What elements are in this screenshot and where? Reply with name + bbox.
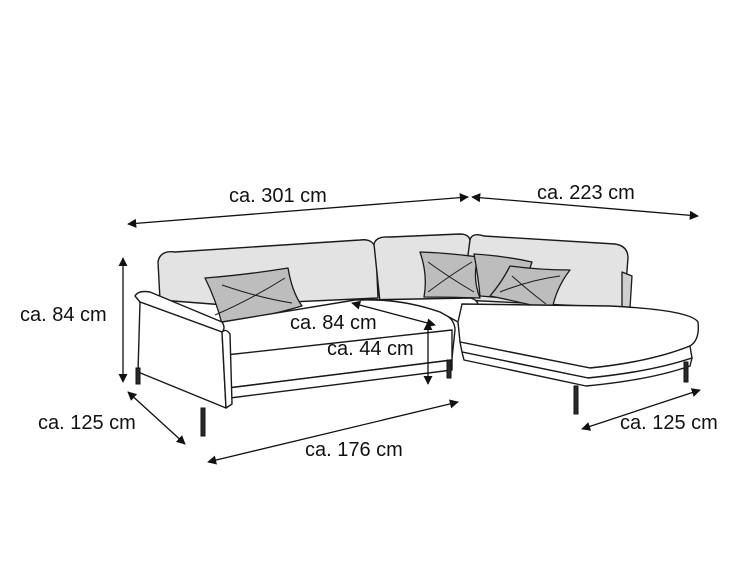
label-depth-left: ca. 125 cm [38,412,136,434]
dim-line-depth-right [581,388,701,431]
dim-line-depth-left [127,391,186,445]
leg-2 [200,407,206,437]
dim-line-front-width [207,399,459,465]
label-inner-depth: ca. 84 cm [290,312,377,334]
label-seat-height: ca. 44 cm [327,338,414,360]
dim-line-width-right [471,193,699,220]
label-front-width: ca. 176 cm [305,439,403,461]
seat-cushion-middle [359,297,480,323]
leg-1 [135,367,141,385]
back-right-panel [621,271,633,311]
leg-4 [573,385,579,415]
label-width-right: ca. 223 cm [537,182,635,204]
dimension-labels: ca. 301 cm ca. 223 cm ca. 84 cm ca. 84 c… [20,182,718,461]
pillow-right-stitch [499,275,561,305]
leg-5 [683,361,689,383]
chaise-base [461,351,693,387]
pillow-middle-1-stitch [427,261,475,293]
label-height: ca. 84 cm [20,304,107,326]
pillow-left-stitch [214,277,293,316]
label-depth-right: ca. 125 cm [620,412,718,434]
dim-line-inner-depth [351,300,436,328]
sofa-illustration [134,233,700,437]
dimension-lines [118,193,701,465]
armrest-left-side [221,329,233,409]
leg-3 [446,359,452,379]
dim-line-width-left [127,193,469,228]
label-width-left: ca. 301 cm [229,185,327,207]
